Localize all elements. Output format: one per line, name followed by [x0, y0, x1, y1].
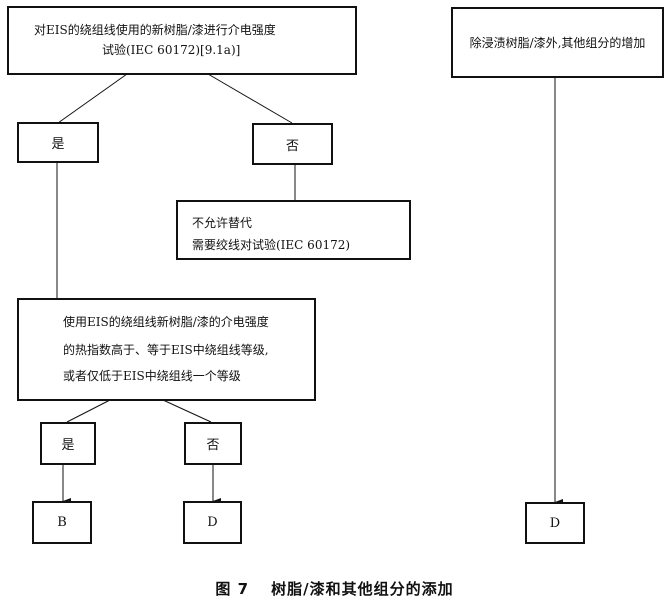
outcome-b-box: B — [32, 501, 92, 544]
connector-top-to-yes — [57, 73, 128, 124]
outcome-d-box: D — [183, 501, 242, 544]
no-box-2: 否 — [184, 422, 242, 465]
middle-decision-box: 使用EIS的绕组线新树脂/漆的介电强度 的热指数高于、等于EIS中绕组线等级, … — [17, 298, 316, 401]
outcome-right-d-label: D — [549, 515, 561, 531]
connector-middle-to-yes — [66, 399, 111, 423]
middle-box-line3: 或者仅低于EIS中绕组线一个等级 — [63, 369, 241, 383]
middle-box-line2: 的热指数高于、等于EIS中绕组线等级, — [63, 343, 269, 357]
top-right-box-text: 除浸渍树脂/漆外,其他组分的增加 — [469, 36, 646, 50]
figure-caption: 图 7 树脂/漆和其他组分的添加 — [0, 578, 669, 599]
outcome-right-d-box: D — [525, 502, 585, 544]
connector-top-to-no — [207, 73, 293, 124]
yes-label-1: 是 — [51, 137, 65, 152]
top-left-decision-box: 对EIS的绕组线使用的新树脂/漆进行介电强度 试验(IEC 60172)[9.1… — [7, 6, 357, 75]
no-box-1: 否 — [252, 123, 333, 165]
yes-box-1: 是 — [17, 122, 99, 163]
no-result-line1: 不允许替代 — [192, 216, 253, 230]
no-result-box: 不允许替代 需要绞线对试验(IEC 60172) — [176, 200, 411, 260]
no-label-1: 否 — [285, 138, 299, 154]
no-result-line2: 需要绞线对试验(IEC 60172) — [192, 238, 351, 252]
middle-box-line1: 使用EIS的绕组线新树脂/漆的介电强度 — [63, 315, 269, 329]
figure-title: 树脂/漆和其他组分的添加 — [271, 580, 454, 598]
yes-label-2: 是 — [61, 438, 75, 453]
figure-number: 图 7 — [215, 580, 250, 598]
top-right-box: 除浸渍树脂/漆外,其他组分的增加 — [451, 7, 664, 78]
no-label-2: 否 — [206, 438, 220, 453]
outcome-d-label: D — [207, 515, 218, 530]
top-left-box-line2: 试验(IEC 60172)[9.1a)] — [102, 43, 241, 57]
outcome-b-label: B — [57, 515, 67, 530]
connector-middle-to-no — [162, 399, 212, 423]
top-left-box-line1: 对EIS的绕组线使用的新树脂/漆进行介电强度 — [34, 23, 276, 37]
yes-box-2: 是 — [40, 422, 96, 465]
